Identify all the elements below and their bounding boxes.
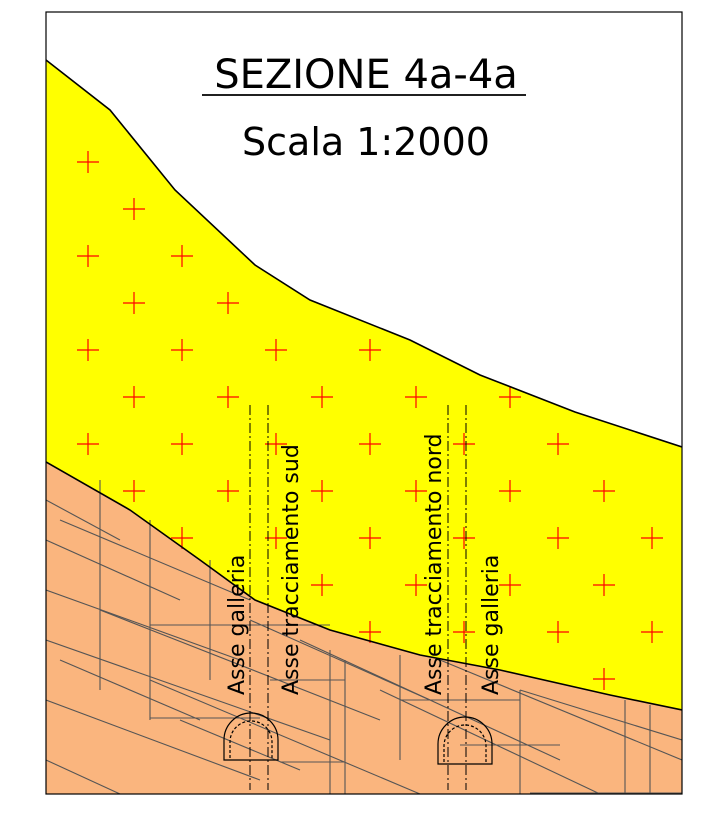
- upper-soil-layer: [46, 60, 682, 710]
- layer-boundary-line: [46, 461, 682, 711]
- upper-layer-hatch-crosses: [77, 151, 663, 690]
- ground-surface-line: [46, 59, 682, 448]
- drawing-frame-border: [45, 11, 683, 795]
- section-title: SEZIONE 4a-4a: [214, 52, 518, 98]
- lower-rock-layer: [46, 462, 682, 794]
- axis-label-left-tunnel: Asse galleria: [225, 555, 250, 695]
- axis-label-north-alignment: Asse tracciamento nord: [422, 434, 447, 695]
- section-scale: Scala 1:2000: [242, 120, 490, 164]
- tunnel-left: [223, 712, 279, 761]
- axis-label-south-alignment: Asse tracciamento sud: [279, 444, 304, 695]
- axis-lines: [249, 405, 467, 790]
- rock-joint-lines: [46, 480, 682, 794]
- tunnel-right: [437, 716, 493, 765]
- axis-label-right-tunnel: Asse galleria: [479, 555, 504, 695]
